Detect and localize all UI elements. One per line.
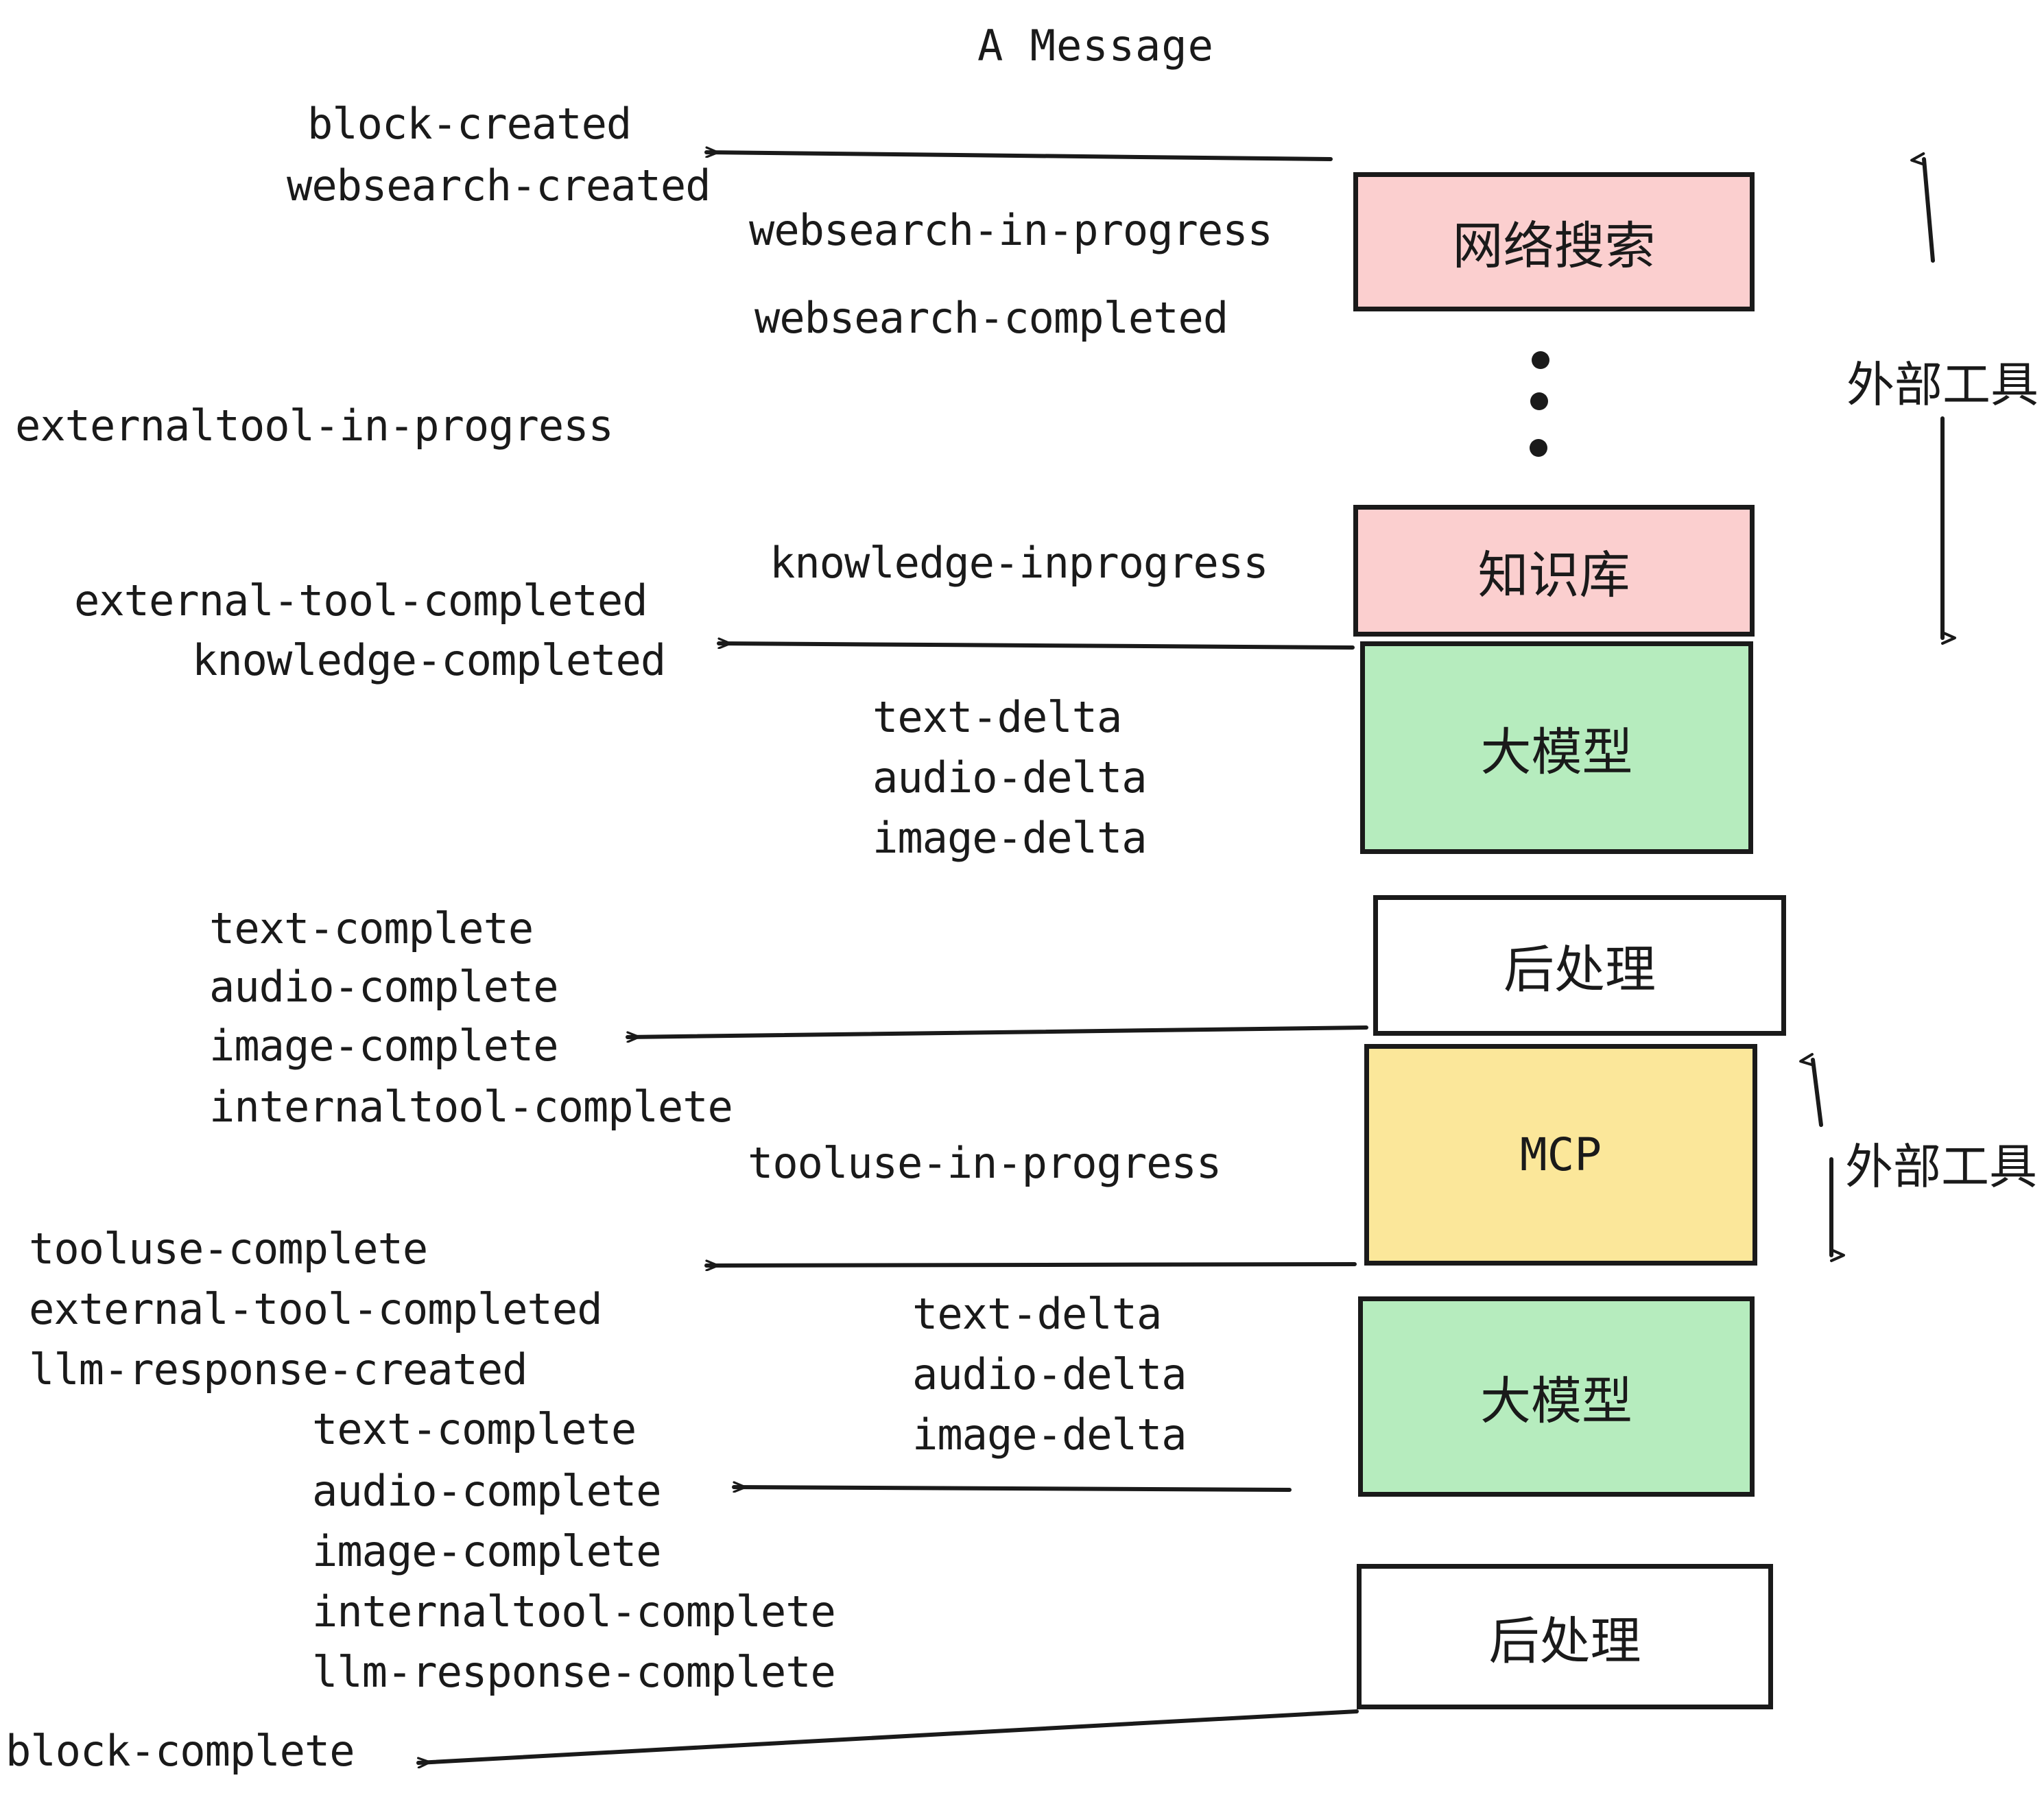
node-knowledge-label: 知识库: [1477, 545, 1630, 605]
ellipsis-dot-icon: [1532, 351, 1549, 369]
event-label-external-tool-completed-1: external-tool-completed: [74, 575, 648, 626]
node-postprocess-1-label: 后处理: [1504, 940, 1656, 999]
event-label-websearch-created: websearch-created: [287, 161, 711, 211]
node-llm-1[interactable]: 大模型: [1360, 641, 1753, 854]
flow-arrow-6: [416, 1709, 1359, 1763]
ellipsis-dot-icon: [1530, 392, 1548, 410]
node-postprocess-1[interactable]: 后处理: [1373, 895, 1786, 1036]
event-label-websearch-in-progress: websearch-in-progress: [749, 205, 1273, 255]
event-label-internaltool-complete-1: internaltool-complete: [209, 1082, 733, 1132]
event-label-text-delta-1: text-delta: [872, 692, 1122, 742]
event-label-block-complete: block-complete: [5, 1726, 355, 1776]
event-label-text-delta-2: text-delta: [912, 1289, 1162, 1339]
event-label-text-complete-1: text-complete: [209, 903, 534, 953]
event-label-audio-delta-2: audio-delta: [912, 1349, 1187, 1399]
event-label-image-complete-2: image-complete: [312, 1526, 662, 1576]
node-websearch-label: 网络搜索: [1452, 217, 1656, 276]
node-knowledge[interactable]: 知识库: [1353, 505, 1755, 637]
event-label-audio-complete-2: audio-complete: [312, 1466, 662, 1516]
event-label-block-created: block-created: [307, 99, 632, 149]
event-label-websearch-completed: websearch-completed: [754, 293, 1228, 343]
event-label-tooluse-complete: tooluse-complete: [29, 1224, 428, 1274]
event-label-external-tool-completed-2: external-tool-completed: [29, 1284, 603, 1334]
event-label-text-complete-2: text-complete: [312, 1404, 637, 1454]
event-label-knowledge-inprogress: knowledge-inprogress: [770, 538, 1269, 588]
node-llm-2[interactable]: 大模型: [1358, 1296, 1755, 1497]
event-label-llm-response-complete: llm-response-complete: [312, 1647, 836, 1697]
node-llm-2-label: 大模型: [1480, 1371, 1632, 1431]
flow-arrow-5: [732, 1487, 1292, 1490]
external-tools-up-arrow-bottom: [1813, 1060, 1823, 1127]
event-label-audio-delta-1: audio-delta: [872, 752, 1148, 803]
node-postprocess-2[interactable]: 后处理: [1357, 1564, 1773, 1709]
node-llm-1-label: 大模型: [1480, 722, 1633, 782]
diagram-title: A Message: [977, 21, 1214, 71]
side-label-external-tools-bottom: 外部工具: [1845, 1139, 2037, 1195]
node-websearch[interactable]: 网络搜索: [1353, 172, 1755, 311]
event-label-externaltool-in-progress: externaltool-in-progress: [15, 401, 614, 451]
node-mcp-label: MCP: [1519, 1128, 1602, 1181]
flow-arrow-4: [704, 1264, 1357, 1266]
event-label-knowledge-completed: knowledge-completed: [192, 635, 666, 685]
flow-arrow-1: [704, 152, 1333, 161]
event-label-llm-response-created: llm-response-created: [29, 1344, 528, 1394]
event-label-image-delta-2: image-delta: [912, 1410, 1187, 1460]
event-label-image-delta-1: image-delta: [872, 813, 1148, 863]
event-label-internaltool-complete-2: internaltool-complete: [312, 1587, 836, 1637]
side-label-external-tools-top: 外部工具: [1846, 357, 2039, 413]
event-label-image-complete-1: image-complete: [209, 1021, 559, 1071]
node-postprocess-2-label: 后处理: [1488, 1611, 1641, 1671]
node-mcp[interactable]: MCP: [1364, 1044, 1757, 1266]
external-tools-up-arrow-top: [1924, 159, 1935, 263]
flow-arrow-3: [626, 1025, 1368, 1037]
flow-arrow-2: [717, 643, 1355, 650]
ellipsis-dot-icon: [1530, 439, 1547, 457]
event-label-tooluse-in-progress: tooluse-in-progress: [748, 1138, 1222, 1188]
event-label-audio-complete-1: audio-complete: [209, 962, 559, 1012]
